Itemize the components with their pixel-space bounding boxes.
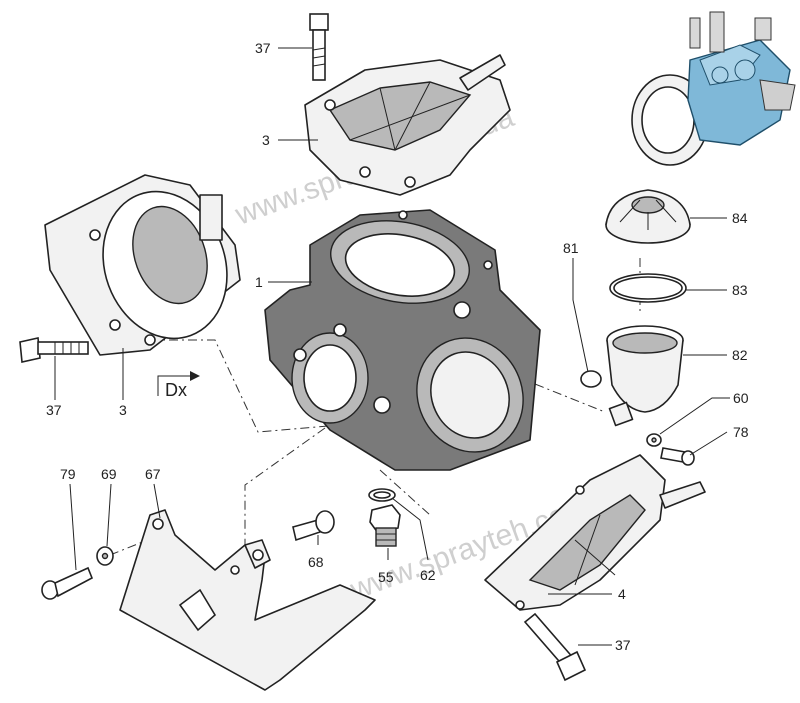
label-4: 4	[618, 586, 626, 602]
label-3-top: 3	[262, 132, 270, 148]
leader-lines	[54, 47, 730, 646]
label-1: 1	[255, 274, 263, 290]
label-83: 83	[732, 282, 748, 298]
top-bolt-part	[309, 13, 329, 81]
label-69: 69	[101, 466, 117, 482]
accumulator-cap-part	[605, 189, 691, 244]
accumulator-body-part	[606, 325, 684, 427]
label-55: 55	[378, 569, 394, 585]
label-82: 82	[732, 347, 748, 363]
label-68: 68	[308, 554, 324, 570]
screw-68-part	[292, 510, 335, 542]
label-3-left: 3	[119, 402, 127, 418]
label-60: 60	[733, 390, 749, 406]
washer-62-part	[368, 488, 396, 502]
left-bolt-part	[19, 337, 89, 363]
label-37-top: 37	[255, 40, 271, 56]
washer-69-part	[96, 546, 114, 566]
washer-60-part	[646, 433, 662, 447]
left-cover-part	[44, 174, 241, 356]
bracket-67-part	[119, 509, 376, 691]
o-ring-81-part	[580, 370, 602, 388]
label-37-left: 37	[46, 402, 62, 418]
callout-labels: 37 3 1 3 37 84 83 81 82 60 78 79 69 67 6…	[46, 40, 749, 653]
pump-body-part	[264, 209, 541, 471]
label-79: 79	[60, 466, 76, 482]
top-cover-part	[304, 54, 511, 196]
bottom-bolt-part	[523, 612, 587, 682]
direction-indicator: Dx	[157, 371, 200, 400]
label-67: 67	[145, 466, 161, 482]
label-81: 81	[563, 240, 579, 256]
label-78: 78	[733, 424, 749, 440]
label-62: 62	[420, 567, 436, 583]
screw-78-part	[660, 447, 695, 466]
plug-55-part	[369, 504, 401, 547]
direction-label: Dx	[165, 380, 187, 400]
assembled-pump-thumbnail	[631, 11, 796, 166]
label-84: 84	[732, 210, 748, 226]
o-ring-83-part	[609, 273, 687, 303]
screw-79-part	[41, 566, 94, 600]
front-cover-part	[484, 454, 706, 611]
label-37-bottom: 37	[615, 637, 631, 653]
